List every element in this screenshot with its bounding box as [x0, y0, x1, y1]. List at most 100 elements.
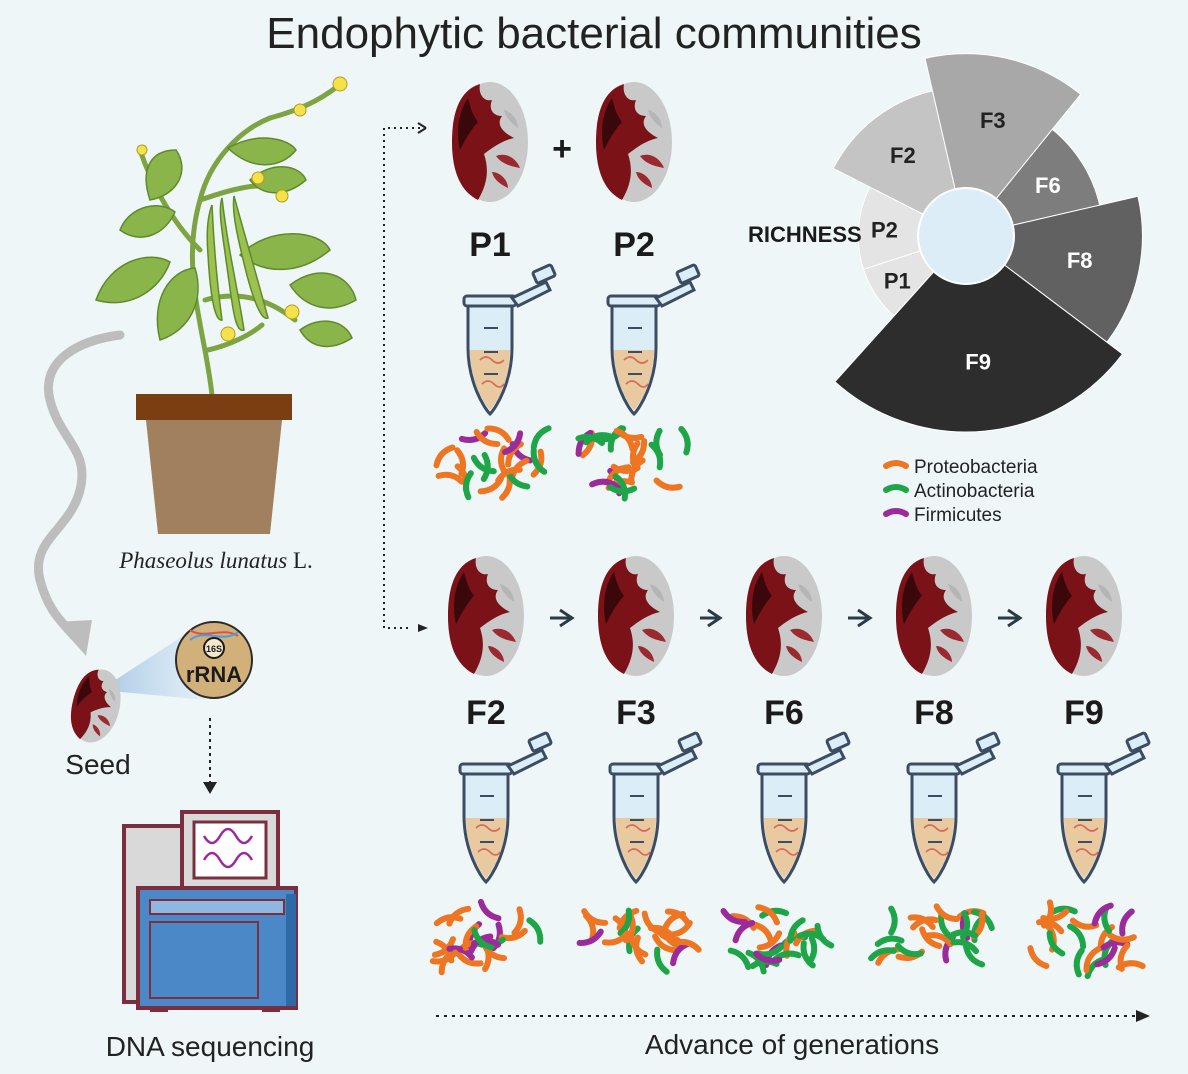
bacterium: [664, 908, 692, 927]
bacterium: [1106, 932, 1137, 943]
seed-label: Seed: [65, 749, 130, 780]
bacterium: [433, 444, 456, 469]
generations-axis-arrowhead: [1136, 1010, 1150, 1022]
sector-F9: [834, 235, 1124, 433]
sample-F9: F9: [1027, 556, 1152, 980]
bacterium: [495, 466, 523, 484]
bacterium: [613, 427, 636, 453]
bacterium: [477, 898, 502, 922]
bacterium: [454, 447, 467, 477]
cross-plus-sign: +: [552, 130, 572, 168]
label-F6: F6: [764, 694, 804, 732]
bacterium: [589, 478, 620, 490]
bacterium: [610, 463, 641, 474]
bacteria-P2: [575, 425, 691, 502]
sector-label-P2: P2: [871, 218, 898, 243]
plant-to-seed-arrow: [33, 330, 125, 641]
tube-F2: [458, 730, 554, 884]
tube-F6: [756, 730, 852, 884]
bacterium: [458, 430, 489, 443]
bacterium: [933, 903, 960, 923]
sector-label-F2: F2: [890, 143, 916, 168]
label-F3: F3: [616, 694, 656, 732]
dna-sequencer: [122, 810, 298, 1012]
bacterium: [925, 932, 954, 948]
seed-P1: [452, 82, 528, 202]
bacterium: [433, 914, 464, 927]
bean-pods: [206, 195, 269, 331]
rrna-text: rRNA: [186, 662, 242, 687]
sector-label-F3: F3: [980, 108, 1006, 133]
bacterium: [446, 945, 475, 961]
bacterium: [429, 949, 459, 965]
bacterium: [526, 917, 544, 945]
legend-item: Proteobacteria: [883, 457, 1038, 478]
label-F2: F2: [466, 694, 506, 732]
richness-label: RICHNESS: [748, 222, 862, 247]
bean-plant: [95, 76, 357, 534]
rrna-badge: 16S rRNA: [175, 621, 253, 699]
seed-F8: [896, 556, 972, 676]
bacterium: [1094, 944, 1118, 968]
bacterium: [895, 942, 924, 958]
sample-F3: F3: [576, 556, 704, 975]
flower-pot: [146, 420, 282, 534]
plant-leaves: [95, 137, 357, 348]
figure-title: Endophytic bacterial communities: [266, 9, 921, 58]
bacterium: [759, 907, 790, 919]
pot-rim: [136, 394, 292, 420]
bacterium: [471, 927, 494, 951]
bacterium: [435, 471, 465, 485]
bacterium: [617, 907, 633, 937]
bracket-arrowhead-top: [417, 122, 427, 134]
seed-to-sequencer-arrowhead: [203, 782, 217, 794]
bacterium: [463, 470, 474, 501]
sector-F2: [832, 90, 967, 237]
bacterium: [745, 949, 767, 975]
bacteria-F8: [868, 903, 995, 968]
bacterium: [502, 430, 524, 456]
bean-flowers: [136, 76, 348, 342]
bacterium: [1117, 942, 1131, 972]
bacterium: [653, 477, 683, 491]
bacterium: [470, 454, 497, 475]
bacterium: [755, 904, 780, 926]
generation-arrowhead: [559, 608, 575, 628]
rrna-16s-text: 16S: [206, 644, 222, 654]
bacterium: [1040, 908, 1070, 922]
bacterium: [583, 432, 613, 446]
legend-label: Proteobacteria: [914, 457, 1038, 478]
seed-F2: [448, 556, 524, 676]
bacteria-F9: [1027, 899, 1146, 980]
generation-arrowhead: [707, 608, 723, 628]
label-F8: F8: [914, 694, 954, 732]
bacterium: [455, 950, 484, 967]
bacterium: [910, 916, 939, 931]
bacterium: [484, 425, 512, 443]
bacterium: [868, 947, 897, 962]
cross-bracket: [383, 127, 426, 629]
seed-P2: [596, 82, 672, 202]
bacterium: [919, 926, 943, 949]
bacterium: [888, 905, 898, 936]
bacterium: [629, 438, 648, 466]
tube-P1: [462, 262, 558, 416]
seed-F9: [1046, 556, 1122, 676]
bacterium: [959, 910, 971, 941]
sample-F8: F8: [868, 556, 1002, 968]
plant-species-label: Phaseolus lunatus L.: [118, 548, 313, 573]
seed-F3: [598, 556, 674, 676]
legend-label: Firmicutes: [914, 505, 1002, 526]
bacterium: [652, 933, 678, 954]
bacterium: [1091, 902, 1114, 927]
legend-label: Actinobacteria: [914, 481, 1035, 502]
bacterium: [753, 950, 783, 964]
generation-arrowhead: [1007, 608, 1023, 628]
bracket-arrowhead-bottom: [418, 624, 428, 632]
bacterium: [612, 473, 628, 502]
bacterium: [629, 440, 641, 471]
bacterium: [446, 905, 472, 927]
